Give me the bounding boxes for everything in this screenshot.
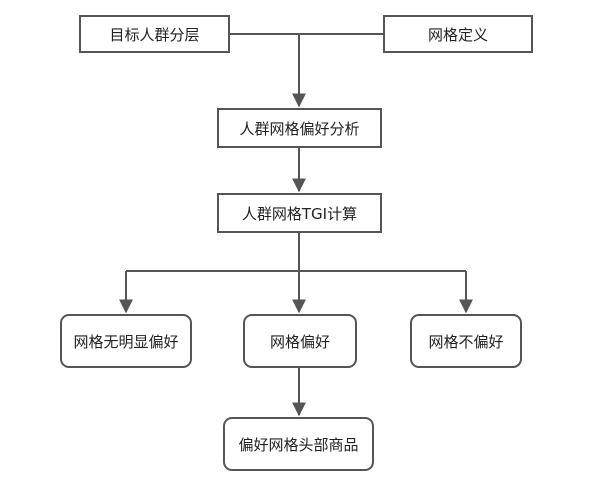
node-grid-preference: 网格偏好	[243, 314, 357, 368]
node-label: 人群网格TGI计算	[241, 204, 358, 223]
node-label: 偏好网格头部商品	[238, 435, 359, 454]
node-tgi-calculation: 人群网格TGI计算	[217, 193, 382, 233]
node-top-products: 偏好网格头部商品	[223, 417, 374, 471]
node-grid-preference-analysis: 人群网格偏好分析	[217, 108, 382, 148]
node-grid-not-preferred: 网格不偏好	[410, 314, 522, 368]
node-label: 网格不偏好	[428, 332, 504, 351]
node-label: 网格定义	[427, 25, 488, 44]
node-label: 目标人群分层	[109, 25, 200, 44]
node-label: 人群网格偏好分析	[239, 119, 360, 138]
node-label: 网格无明显偏好	[73, 332, 179, 351]
node-label: 网格偏好	[269, 332, 330, 351]
node-target-segmentation: 目标人群分层	[79, 15, 230, 53]
node-grid-definition: 网格定义	[383, 15, 533, 53]
node-no-obvious-preference: 网格无明显偏好	[60, 314, 192, 368]
